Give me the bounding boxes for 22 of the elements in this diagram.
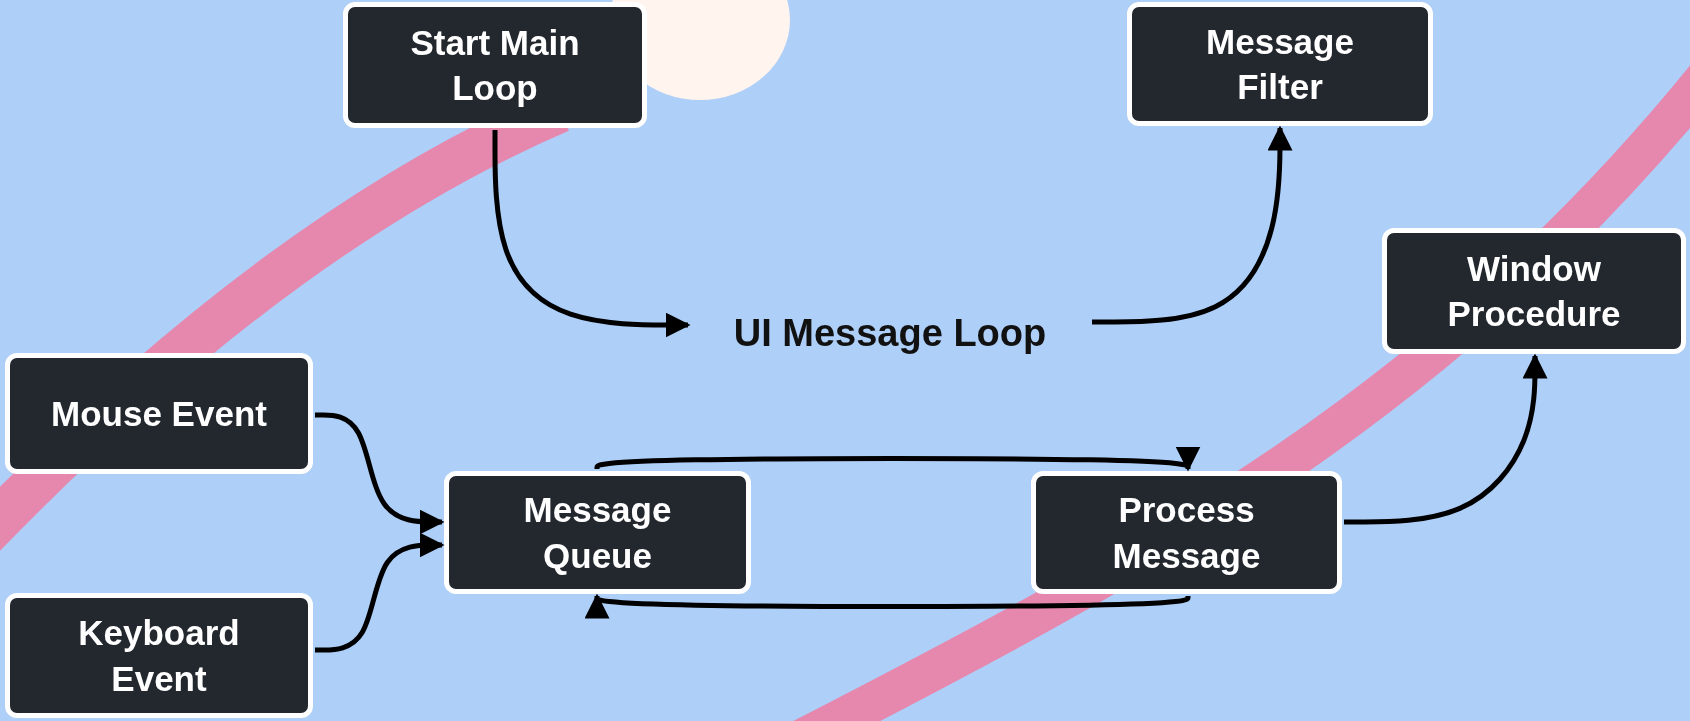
process-box [1382, 228, 1686, 354]
arrow [1344, 353, 1548, 525]
arrow [584, 593, 1191, 619]
process-box [343, 2, 647, 128]
box-label: Process Message [1111, 489, 1262, 577]
process-box [5, 593, 313, 718]
box-label: Window Procedure [1446, 247, 1622, 335]
arrow [1092, 125, 1293, 325]
loop-label: UI Message Loop [733, 311, 1047, 357]
arrow [315, 532, 445, 653]
box-label: Keyboard Event [77, 612, 241, 700]
process-box [1031, 471, 1342, 594]
arrow [492, 130, 691, 338]
box-label: Message Filter [1205, 20, 1355, 108]
process-box [1127, 2, 1433, 126]
arrow [594, 446, 1201, 472]
box-label: Message Queue [522, 489, 673, 577]
process-box [5, 353, 313, 474]
box-label: Start Main Loop [409, 21, 581, 109]
process-box [444, 471, 751, 594]
box-label: Mouse Event [51, 392, 267, 435]
arrow [315, 412, 445, 535]
